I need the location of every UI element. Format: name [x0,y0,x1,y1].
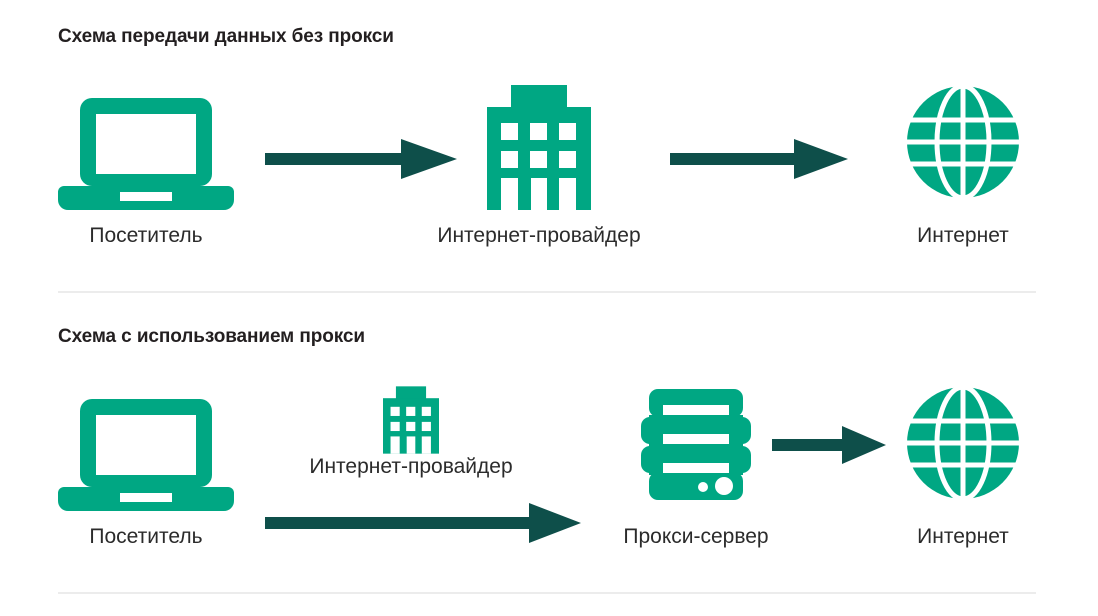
laptop-icon [58,98,234,210]
arrow-right-icon [265,503,581,543]
node-label-isp: Интернет-провайдер [437,224,641,247]
laptop-icon [58,399,234,511]
node-label-isp: Интернет-провайдер [309,455,513,478]
node-label-visitor: Посетитель [89,525,203,548]
arrow-right-icon [670,137,848,181]
node-label-internet: Интернет [917,525,1009,548]
node-label-proxy: Прокси-сервер [623,525,769,548]
arrow-right-icon [265,137,457,181]
section-title-with-proxy: Схема с использованием прокси [58,326,365,347]
globe-icon [905,385,1021,501]
arrow-right-icon [772,426,886,464]
globe-icon [905,84,1021,200]
section-divider [58,592,1036,594]
building-icon [487,85,591,210]
node-label-visitor: Посетитель [89,224,203,247]
building-icon [383,386,439,454]
node-label-internet: Интернет [917,224,1009,247]
server-icon [641,387,751,502]
section-divider [58,291,1036,293]
section-title-without-proxy: Схема передачи данных без прокси [58,26,394,47]
